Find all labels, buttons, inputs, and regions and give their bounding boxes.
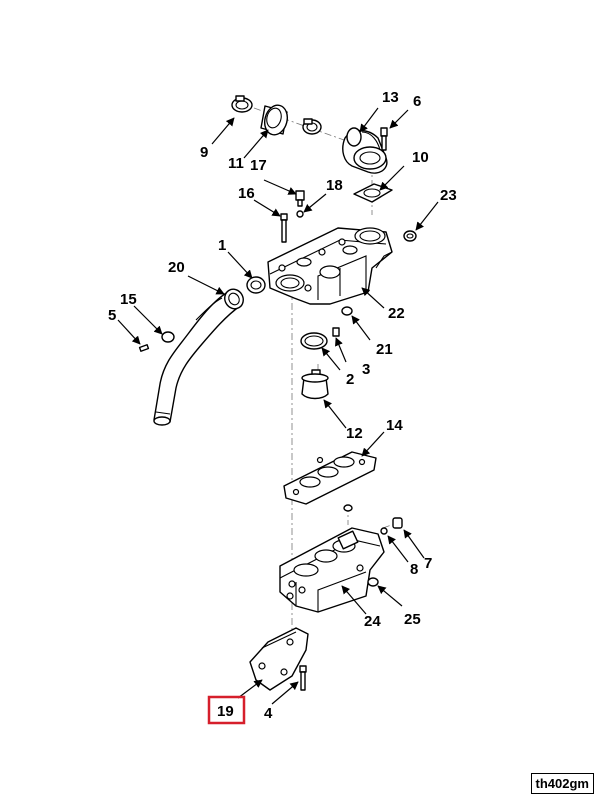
callout-labels: 9 11 13 6 10 17 18 16 23 1 20 15 5 22 21…: [108, 89, 457, 722]
callout-13[interactable]: 13: [382, 89, 399, 106]
callout-2[interactable]: 2: [346, 371, 354, 388]
callout-6[interactable]: 6: [413, 93, 421, 110]
callout-12[interactable]: 12: [346, 425, 363, 442]
gasket-10: [353, 183, 393, 203]
plug-21: [341, 306, 353, 316]
callout-1[interactable]: 1: [218, 237, 226, 254]
callout-25[interactable]: 25: [404, 611, 421, 628]
tube-20: [153, 288, 244, 426]
sensor-17: [295, 190, 305, 207]
callout-10[interactable]: 10: [412, 149, 429, 166]
callout-5[interactable]: 5: [108, 307, 116, 324]
washer-18: [296, 210, 304, 218]
callout-24[interactable]: 24: [364, 613, 381, 630]
hose-clamp-right: [302, 118, 322, 135]
gasket-14: [283, 451, 377, 505]
callout-17[interactable]: 17: [250, 157, 267, 174]
bolt-16: [280, 213, 288, 243]
o-ring-25: [367, 577, 379, 587]
callout-4[interactable]: 4: [264, 705, 273, 722]
o-ring-1: [246, 276, 266, 294]
thermostat-housing-24: [279, 527, 385, 613]
callout-22[interactable]: 22: [388, 305, 405, 322]
o-ring-23: [403, 230, 417, 242]
figure-id-label: th402gm: [530, 773, 594, 794]
callout-9[interactable]: 9: [200, 144, 208, 161]
callout-18[interactable]: 18: [326, 177, 343, 194]
hose-11: [260, 104, 289, 136]
washer-8: [380, 527, 388, 535]
callout-21[interactable]: 21: [376, 341, 393, 358]
washer-small: [343, 504, 353, 512]
bracket-19: [249, 627, 309, 691]
callout-11[interactable]: 11: [228, 155, 244, 172]
plug-7: [392, 517, 403, 529]
fitting-3: [332, 327, 340, 337]
callout-15[interactable]: 15: [120, 291, 137, 308]
bolt-6: [380, 127, 388, 151]
o-ring-2: [300, 332, 328, 350]
callout-19[interactable]: 19: [217, 703, 234, 720]
hose-clamp-left: [231, 95, 253, 113]
callout-3[interactable]: 3: [362, 361, 370, 378]
callout-7[interactable]: 7: [424, 555, 432, 572]
callout-8[interactable]: 8: [410, 561, 418, 578]
thermostat-12: [301, 369, 329, 400]
callout-20[interactable]: 20: [168, 259, 185, 276]
leader-lines: [117, 107, 439, 705]
callout-19-highlight: [207, 695, 246, 725]
screw-5: [138, 344, 150, 352]
callout-23[interactable]: 23: [440, 187, 457, 204]
clip-15: [161, 331, 175, 343]
thermostat-housing-22: [267, 227, 393, 305]
elbow-housing-13: [342, 127, 388, 174]
callout-16[interactable]: 16: [238, 185, 255, 202]
bolt-4: [299, 665, 307, 691]
callout-14[interactable]: 14: [386, 417, 403, 434]
